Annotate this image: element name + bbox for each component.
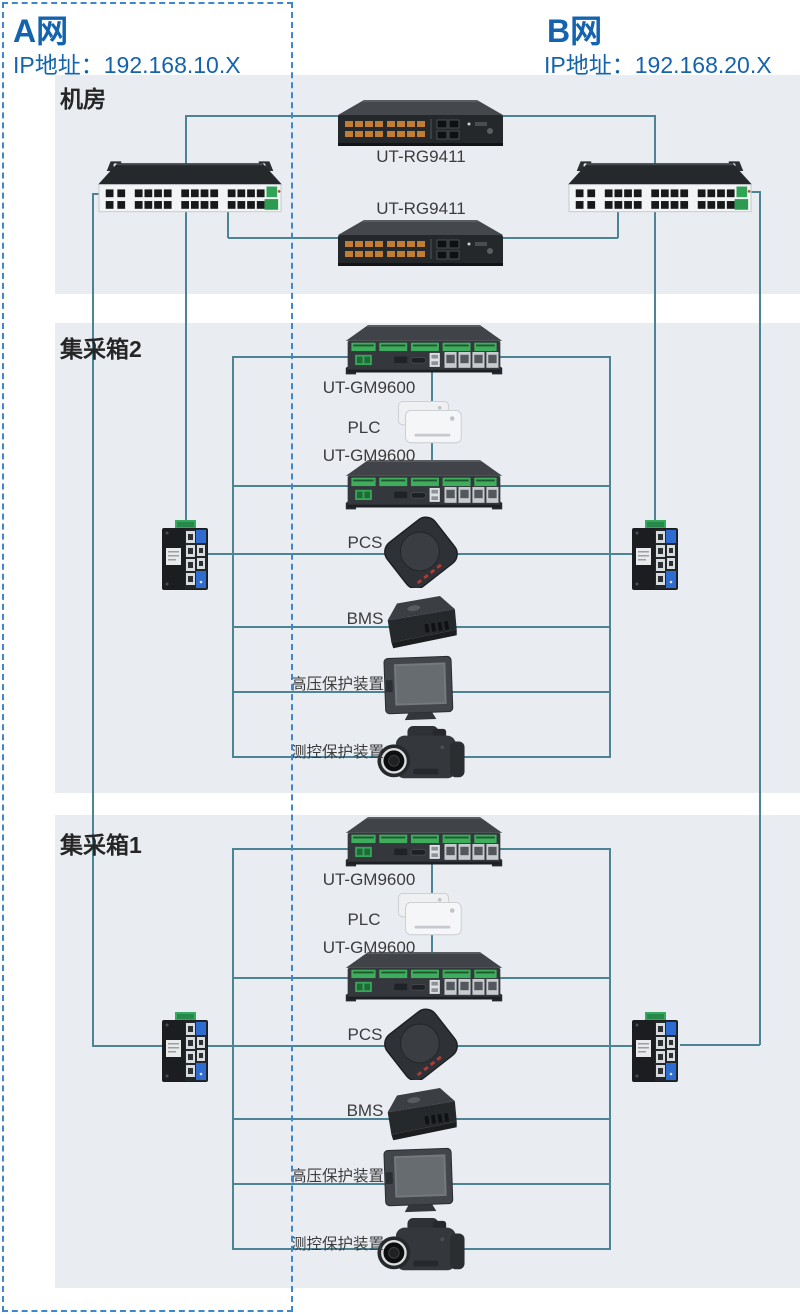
cable-box2-bus-left: [232, 356, 234, 758]
cable-switchB-riser: [654, 115, 656, 523]
cable-box2-bus-right: [609, 356, 611, 758]
box2-din-switch-netA-image: [159, 520, 211, 592]
cable-box1-netB-connector: [680, 1044, 760, 1046]
cable-netA-trunk: [92, 193, 94, 1046]
box2-bms-image: [378, 596, 458, 652]
cable-switchB-right-stub: [748, 191, 761, 193]
box1-measure-protection-image: [372, 1218, 470, 1278]
rack-switch-netA-image: [98, 159, 282, 215]
box1-bms-image: [378, 1088, 458, 1144]
box1-din-switch-netB-image: [629, 1012, 681, 1084]
cable-box1-bus-left: [232, 848, 234, 1250]
rack-switch-netB-image: [568, 159, 752, 215]
box1-measure-protection-label: 测控保护装置: [291, 1236, 385, 1253]
box1-plc-label: PLC: [347, 910, 381, 929]
cable-box1-bus-right: [609, 848, 611, 1250]
collection-box-1: 集采箱1 UT-GM9600 PLC UT-GM9600 PCS BMS 高压保…: [0, 815, 800, 1295]
network-a-ip: IP地址：192.168.10.X: [13, 52, 241, 78]
box2-gateway-top-image: [340, 325, 508, 379]
cable-box1-pcs-link: [92, 1045, 634, 1047]
cable-switchA-router2-drop: [227, 212, 229, 238]
box1-bms-label: BMS: [346, 1101, 384, 1120]
box1-gateway-bottom-image: [340, 952, 508, 1006]
box1-hv-protection-image: [381, 1147, 458, 1215]
box1-plc-image: [393, 893, 463, 937]
box1-gateway-top-label: UT-GM9600: [322, 870, 416, 889]
machine-room-title: 机房: [60, 86, 106, 112]
core-router-top-label: UT-RG9411: [376, 147, 466, 166]
box2-pcs-image: [378, 516, 464, 588]
collection-box-2: 集采箱2 UT-GM9600 PLC UT-GM9600 PCS BMS 高压保…: [0, 323, 800, 803]
box2-gateway-bottom-image: [340, 460, 508, 514]
cable-switchB-router2-drop: [617, 212, 619, 238]
collection-box-1-title: 集采箱1: [60, 832, 142, 858]
collection-box-2-title: 集采箱2: [60, 336, 142, 362]
core-router-bottom-label: UT-RG9411: [376, 199, 466, 218]
box2-gateway-top-label: UT-GM9600: [322, 378, 416, 397]
box1-din-switch-netA-image: [159, 1012, 211, 1084]
box1-gateway-top-image: [340, 817, 508, 871]
box2-din-switch-netB-image: [629, 520, 681, 592]
network-b-title: B网: [547, 13, 603, 49]
box2-bms-label: BMS: [346, 609, 384, 628]
box1-pcs-image: [378, 1008, 464, 1080]
box2-hv-protection-label: 高压保护装置: [291, 676, 385, 693]
box2-measure-protection-image: [372, 726, 470, 786]
core-router-top-image: [338, 100, 503, 148]
box2-plc-label: PLC: [347, 418, 381, 437]
cable-netB-trunk: [759, 191, 761, 1045]
cable-switchA-riser: [185, 115, 187, 523]
box1-hv-protection-label: 高压保护装置: [291, 1168, 385, 1185]
box2-measure-protection-label: 测控保护装置: [291, 744, 385, 761]
box2-hv-protection-image: [381, 655, 458, 723]
box1-gateway-bottom-label: UT-GM9600: [322, 938, 416, 957]
network-b-ip: IP地址：192.168.20.X: [544, 52, 772, 78]
box2-plc-image: [393, 401, 463, 445]
core-router-bottom-image: [338, 220, 503, 268]
box1-pcs-label: PCS: [347, 1025, 383, 1044]
network-a-title: A网: [13, 13, 69, 49]
box2-gateway-bottom-label: UT-GM9600: [322, 446, 416, 465]
box2-pcs-label: PCS: [347, 533, 383, 552]
